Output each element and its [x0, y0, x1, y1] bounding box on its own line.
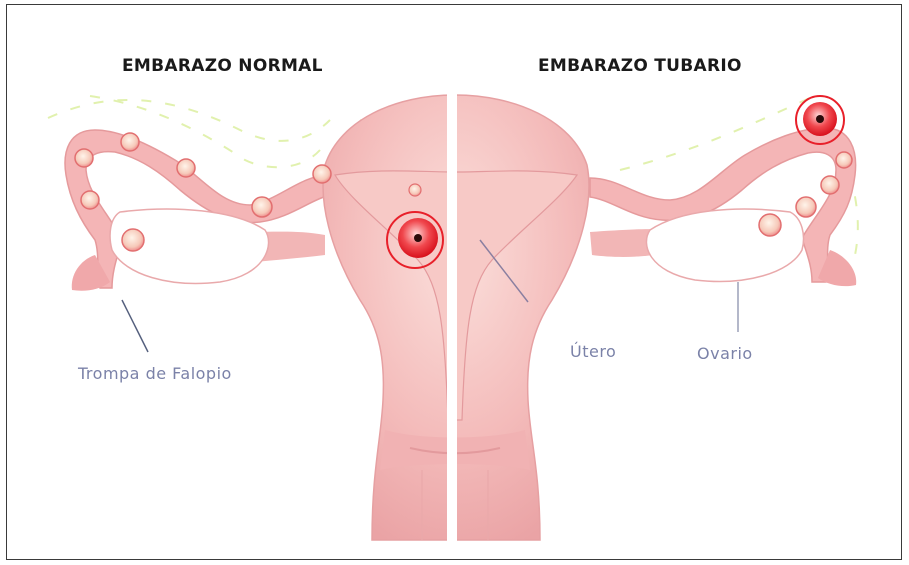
egg: [177, 159, 195, 177]
egg: [836, 152, 852, 168]
fallopian-pointer: [122, 300, 148, 352]
title-normal-pregnancy: EMBARAZO NORMAL: [122, 56, 323, 76]
egg: [122, 229, 144, 251]
egg: [759, 214, 781, 236]
label-ovary: Ovario: [697, 344, 753, 363]
egg: [75, 149, 93, 167]
label-fallopian-tube: Trompa de Falopio: [78, 364, 232, 383]
egg: [796, 197, 816, 217]
egg-in-uterus: [409, 184, 421, 196]
egg: [252, 197, 272, 217]
egg: [121, 133, 139, 151]
egg: [313, 165, 331, 183]
egg: [821, 176, 839, 194]
egg: [81, 191, 99, 209]
title-tubal-pregnancy: EMBARAZO TUBARIO: [538, 56, 742, 76]
divider-line: [447, 85, 457, 545]
label-uterus: Útero: [570, 342, 616, 361]
